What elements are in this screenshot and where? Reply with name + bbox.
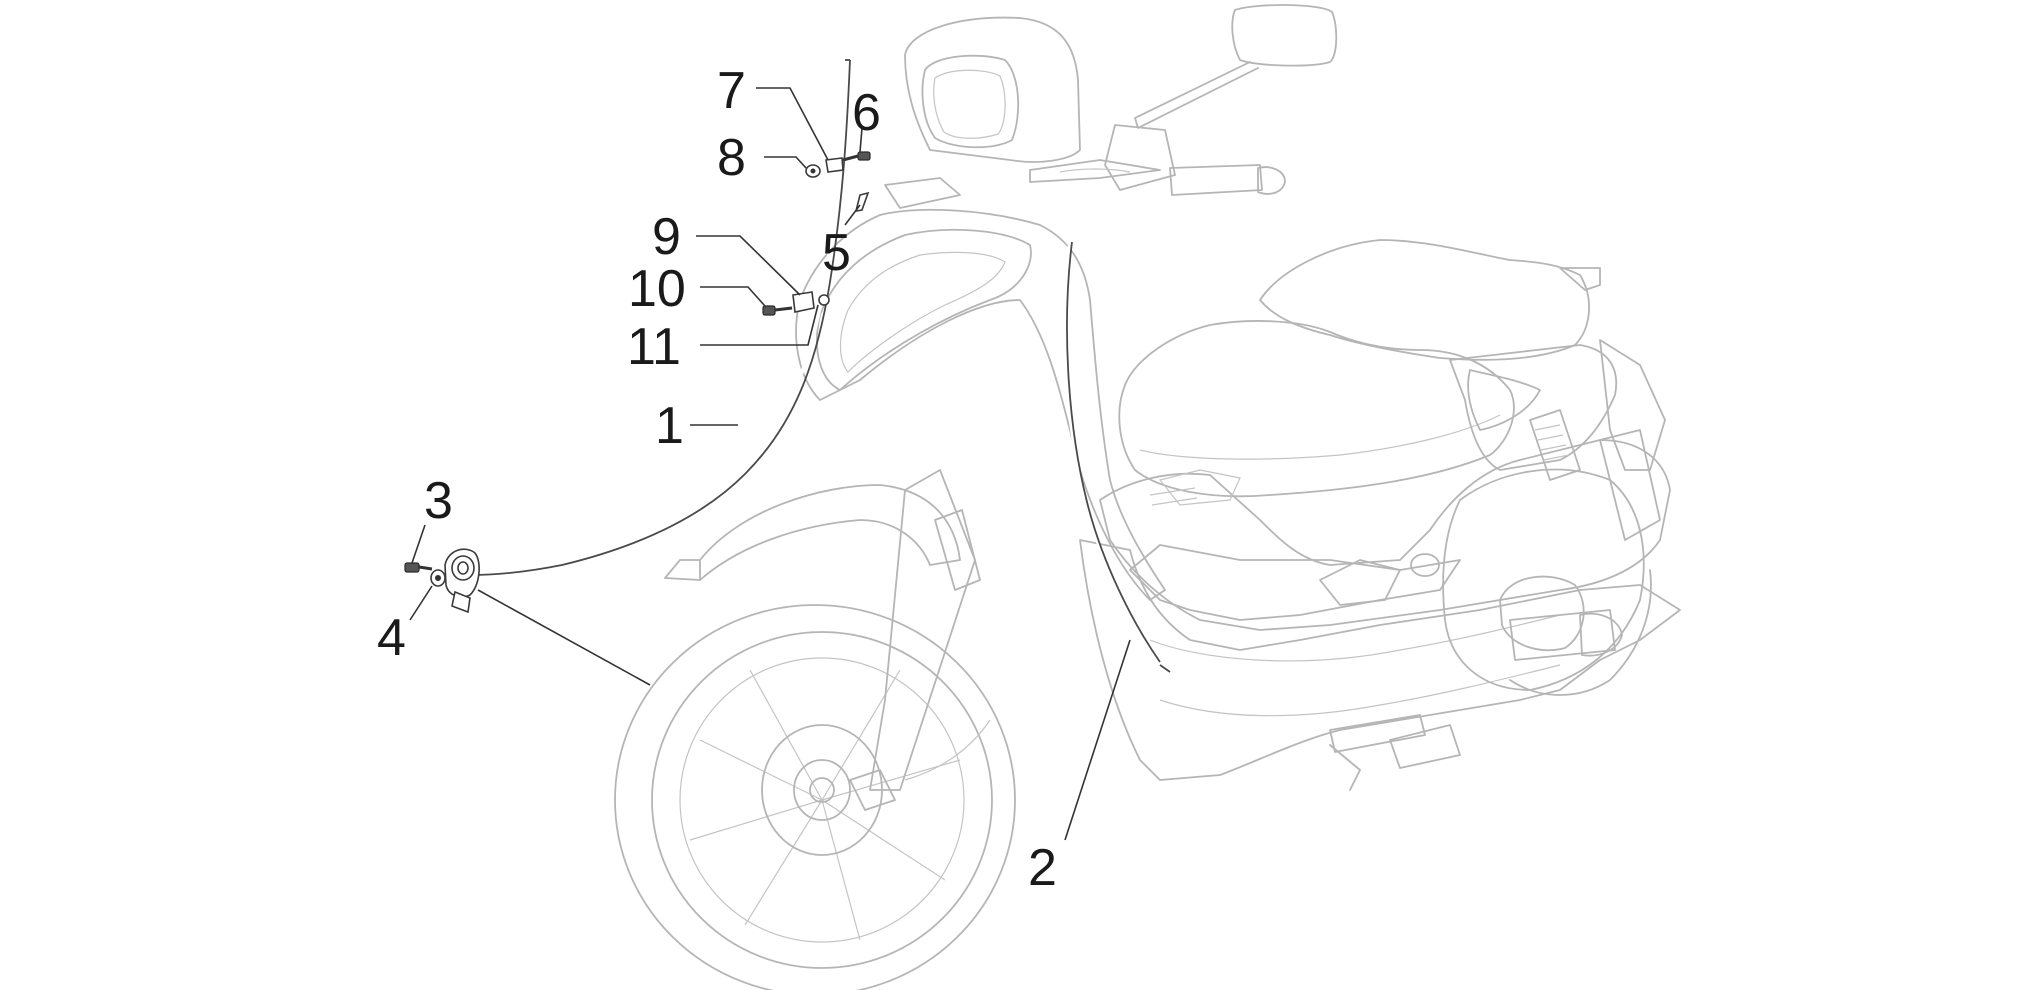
callout-4: 4 (377, 609, 406, 667)
part-8-nut (805, 164, 821, 178)
callout-6: 6 (852, 84, 881, 142)
scooter-line-art (614, 4, 1681, 990)
callout-10: 10 (628, 260, 686, 318)
callout-8: 8 (717, 129, 746, 187)
part-11-nut (818, 294, 830, 306)
part-4-washer (430, 569, 446, 587)
callout-5: 5 (822, 224, 851, 282)
part-1-cable (469, 59, 851, 576)
leader-3 (411, 524, 426, 564)
leader-4 (409, 585, 433, 621)
leader-6 (859, 127, 863, 153)
callout-11: 11 (627, 318, 681, 376)
callout-9: 9 (652, 208, 681, 266)
leader-9 (696, 235, 801, 296)
part-10-screw (762, 305, 793, 316)
part-3-screw (404, 562, 433, 573)
callout-2: 2 (1028, 839, 1057, 897)
leader-gear-to-wheel (477, 589, 651, 686)
leader-2 (1064, 639, 1131, 841)
part-2-cable (1063, 239, 1171, 673)
leader-5 (844, 204, 861, 226)
callouts: 7 6 8 5 9 10 11 1 3 4 2 (377, 62, 1057, 897)
callout-3: 3 (424, 472, 453, 530)
leader-11 (700, 304, 819, 346)
callout-7: 7 (717, 62, 746, 120)
leader-lines (409, 87, 1131, 841)
leader-10 (700, 286, 766, 307)
part-9-clip (792, 291, 815, 313)
part-6-screw (842, 151, 871, 162)
leader-7 (756, 87, 829, 161)
drive-gear-housing (444, 548, 480, 614)
leader-8 (764, 156, 807, 169)
callout-1: 1 (655, 397, 684, 455)
part-7-clamp (825, 157, 844, 173)
